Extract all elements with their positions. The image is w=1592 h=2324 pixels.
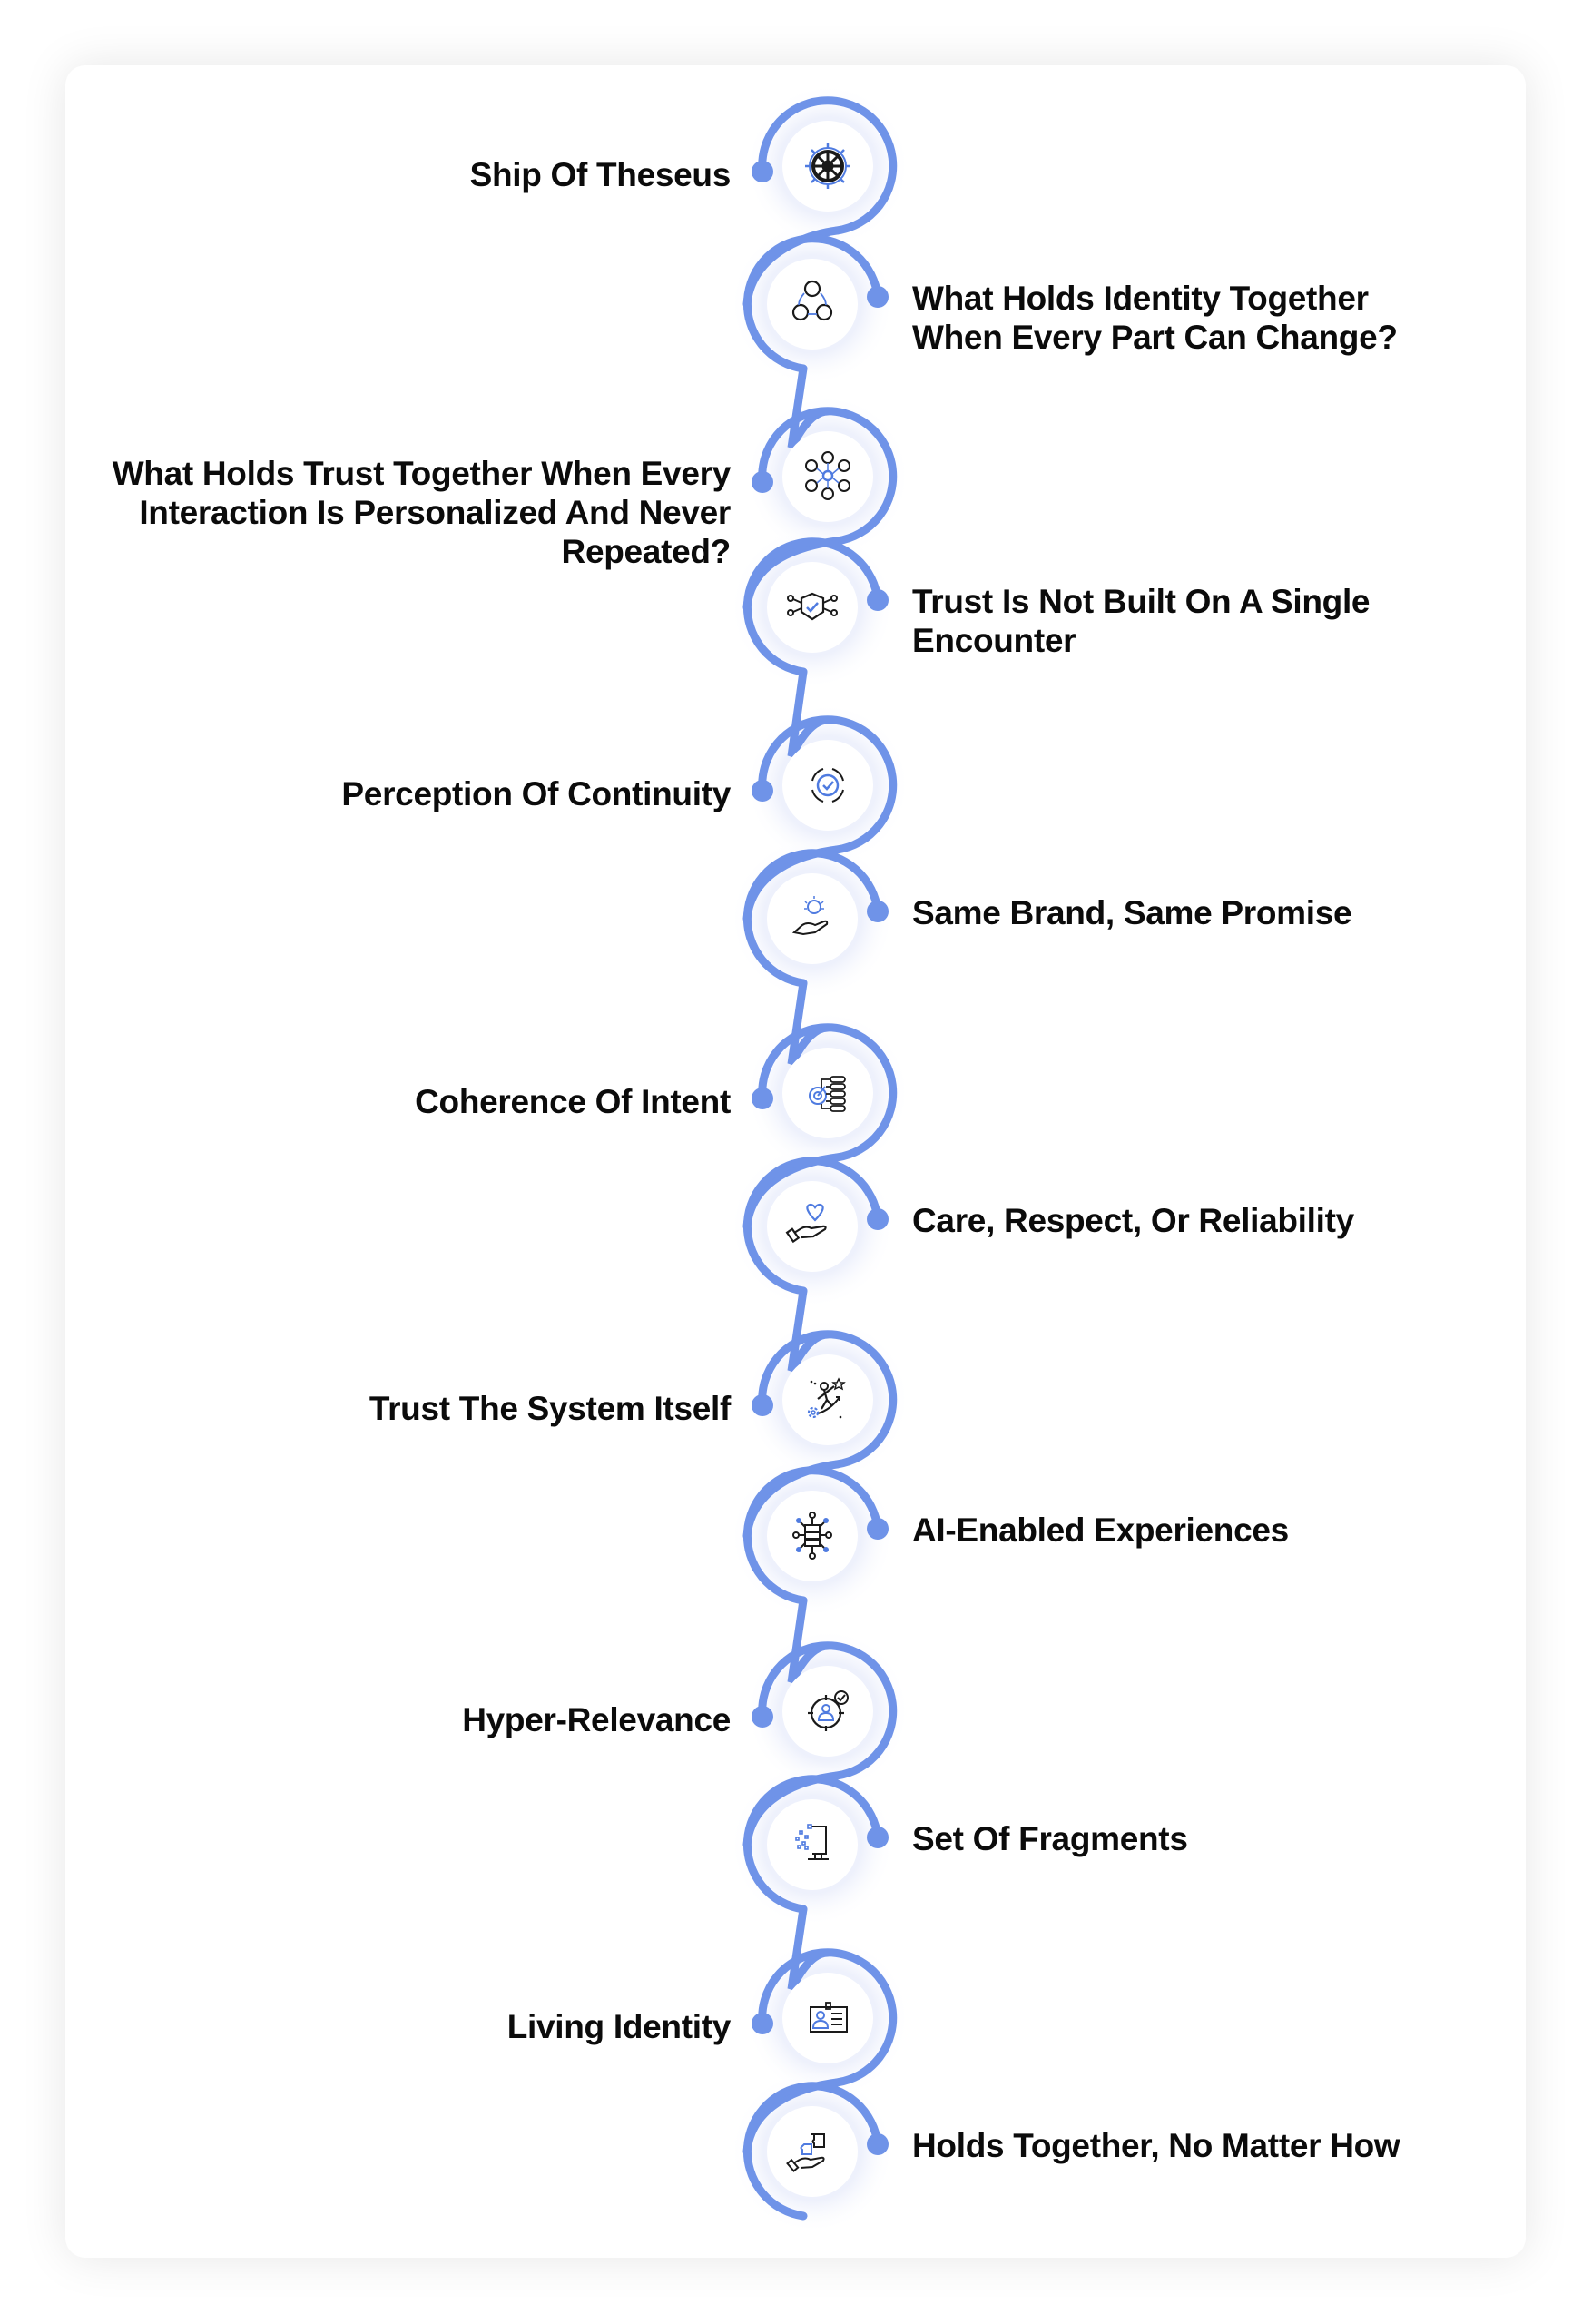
hand-star-icon	[771, 878, 853, 960]
step-label: Holds Together, No Matter How	[912, 2127, 1400, 2164]
connector-dot	[867, 2133, 889, 2155]
connector-dot	[867, 1518, 889, 1540]
step-label: AI-Enabled Experiences	[912, 1512, 1289, 1549]
step-label: Care, Respect, Or Reliability	[912, 1202, 1354, 1239]
cycle-check-icon	[787, 744, 869, 826]
hand-puzzle-icon	[771, 2111, 853, 2192]
step-label: What Holds Trust Together When Every Int…	[112, 455, 732, 570]
connector-dot	[752, 161, 773, 182]
step-label: Coherence Of Intent	[415, 1083, 731, 1120]
step-label: Perception Of Continuity	[341, 775, 731, 812]
step-label: Hyper-Relevance	[462, 1701, 731, 1738]
people-network-icon	[787, 436, 869, 517]
step-label: Trust Is Not Built On A Single Encounter	[912, 583, 1371, 659]
connector-dot	[752, 780, 773, 802]
connector-dot	[867, 1208, 889, 1230]
person-climb-icon	[787, 1359, 869, 1441]
ship-wheel-icon	[787, 125, 869, 207]
target-list-icon	[787, 1052, 869, 1134]
server-network-icon	[771, 1495, 853, 1577]
step-label: Same Brand, Same Promise	[912, 894, 1352, 931]
step-label: Ship Of Theseus	[469, 156, 732, 193]
connected-people-icon	[771, 263, 853, 345]
hand-heart-icon	[771, 1186, 853, 1267]
connector-dot	[867, 901, 889, 922]
shield-network-icon	[771, 566, 853, 648]
connector-dot	[752, 1088, 773, 1109]
connector-dot	[867, 589, 889, 611]
step-label: Set Of Fragments	[912, 1820, 1188, 1857]
user-target-icon	[787, 1670, 869, 1752]
connector-dot	[752, 1394, 773, 1416]
connector-dot	[867, 1827, 889, 1848]
id-card-icon	[787, 1977, 869, 2059]
connector-dot	[752, 2013, 773, 2034]
monitor-fragments-icon	[771, 1804, 853, 1886]
connector-dot	[867, 286, 889, 308]
step-label: What Holds Identity Together When Every …	[912, 280, 1398, 356]
connector-dot	[752, 1706, 773, 1728]
step-label: Trust The System Itself	[369, 1390, 731, 1427]
step-label: Living Identity	[506, 2008, 732, 2045]
connector-dot	[752, 471, 773, 493]
